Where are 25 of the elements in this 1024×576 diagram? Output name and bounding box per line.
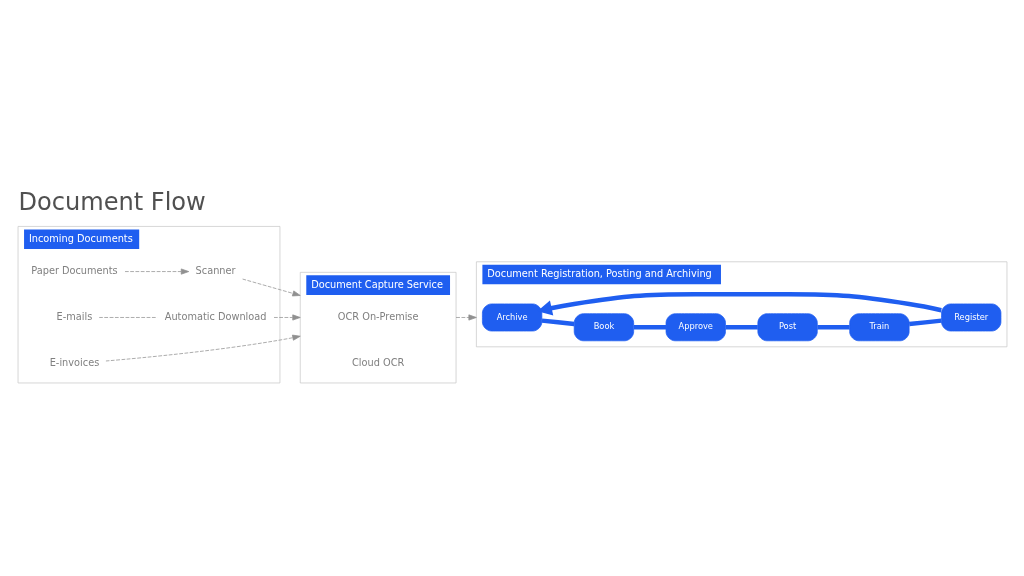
arrow	[273, 313, 301, 320]
connector	[541, 317, 574, 326]
node-box: Book	[573, 312, 634, 341]
arrow	[455, 313, 477, 320]
node-box: Post	[756, 312, 818, 341]
node-text: E-invoices	[49, 356, 99, 368]
node-box: Register	[940, 303, 1001, 331]
connector	[98, 316, 158, 318]
node-box: Train	[848, 312, 909, 341]
connector	[633, 324, 666, 329]
connector	[908, 317, 942, 326]
node-text: Cloud OCR	[351, 356, 404, 368]
diagram-title: Document Flow	[17, 187, 206, 216]
node-box: Approve	[665, 312, 726, 341]
node-text: Scanner	[195, 264, 236, 276]
node-box: Archive	[481, 303, 542, 331]
connector	[816, 324, 850, 329]
arrow	[241, 278, 301, 296]
node-text: Paper Documents	[30, 264, 118, 276]
node-text: OCR On-Premise	[337, 310, 418, 322]
node-text: E-mails	[56, 310, 92, 322]
arrow	[105, 334, 301, 361]
node-text: Automatic Download	[164, 310, 266, 322]
arrow	[124, 268, 189, 275]
connector	[725, 324, 758, 329]
